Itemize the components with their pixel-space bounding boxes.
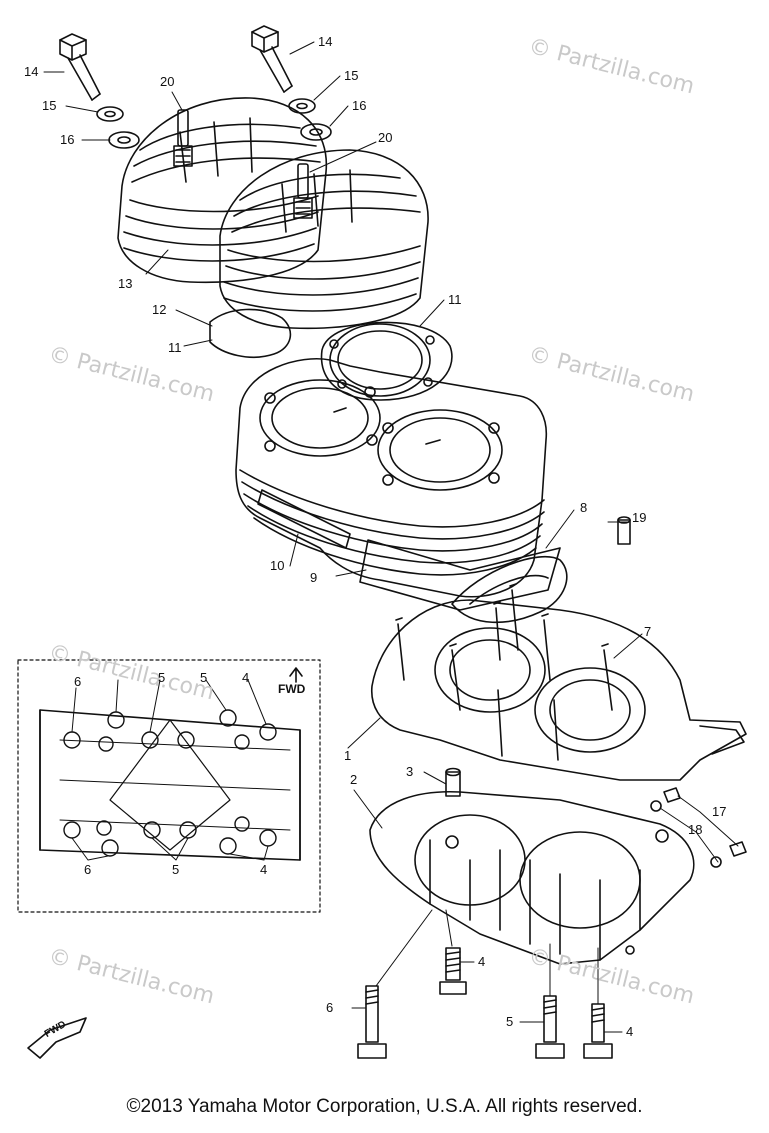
callout-1: 1 <box>344 748 352 763</box>
inset-label-6: 6 <box>74 674 82 689</box>
inset-label-4: 4 <box>242 670 250 685</box>
bolt-5-long <box>535 995 565 1059</box>
callout-9: 9 <box>310 570 318 585</box>
callout-13: 13 <box>118 276 133 291</box>
callout-5: 5 <box>506 1014 514 1029</box>
cylinder-block <box>235 358 561 611</box>
cylinder-head-right <box>219 149 429 330</box>
inset-label-4: 4 <box>260 862 268 877</box>
spark-plug-right <box>293 163 313 219</box>
callout-17: 17 <box>712 804 727 819</box>
callout-12: 12 <box>152 302 167 317</box>
callout-19: 19 <box>632 510 647 525</box>
base-gasket-8 <box>451 555 568 624</box>
callout-14: 14 <box>24 64 39 79</box>
callout-16: 16 <box>60 132 75 147</box>
head-bolt-right <box>251 25 293 93</box>
callout-6: 6 <box>326 1000 334 1015</box>
leader-lines <box>43 41 739 1033</box>
spark-plug-left <box>173 109 193 167</box>
lower-crankcase <box>369 790 695 965</box>
head-bolt-left <box>59 33 101 101</box>
bolt-4-short <box>439 947 467 995</box>
inset-label-6: 6 <box>84 862 92 877</box>
bolt-4-long <box>583 1003 613 1059</box>
dowel-pin-19 <box>617 516 631 545</box>
callout-20: 20 <box>378 130 393 145</box>
callout-11: 11 <box>168 340 182 355</box>
callout-11: 11 <box>448 292 462 307</box>
callout-15: 15 <box>344 68 359 83</box>
callout-16: 16 <box>352 98 367 113</box>
callout-8: 8 <box>580 500 588 515</box>
callout-10: 10 <box>270 558 285 573</box>
callout-14: 14 <box>318 34 333 49</box>
washers-left <box>96 106 140 149</box>
callout-2: 2 <box>350 772 358 787</box>
upper-crankcase <box>371 583 747 781</box>
callout-4: 4 <box>478 954 486 969</box>
callout-3: 3 <box>406 764 414 779</box>
fwd-direction-arrow <box>27 1017 87 1059</box>
callout-7: 7 <box>644 624 652 639</box>
cylinder-head-left <box>117 97 328 284</box>
inset-label-5: 5 <box>172 862 180 877</box>
inset-label-5: 5 <box>158 670 166 685</box>
callout-18: 18 <box>688 822 703 837</box>
o-ring-gasket-11 <box>320 321 453 401</box>
inset-label-5: 5 <box>200 670 208 685</box>
inset-fwd-label: FWD <box>278 682 306 696</box>
washers-right <box>288 98 332 141</box>
callout-4: 4 <box>626 1024 634 1039</box>
callout-20: 20 <box>160 74 175 89</box>
bolt-6-long <box>357 985 387 1059</box>
head-gasket-12 <box>209 308 292 358</box>
inset-bolt-pattern <box>17 659 321 913</box>
callout-15: 15 <box>42 98 57 113</box>
dowel-3 <box>445 767 461 797</box>
copyright-notice: ©2013 Yamaha Motor Corporation, U.S.A. A… <box>126 1096 643 1117</box>
